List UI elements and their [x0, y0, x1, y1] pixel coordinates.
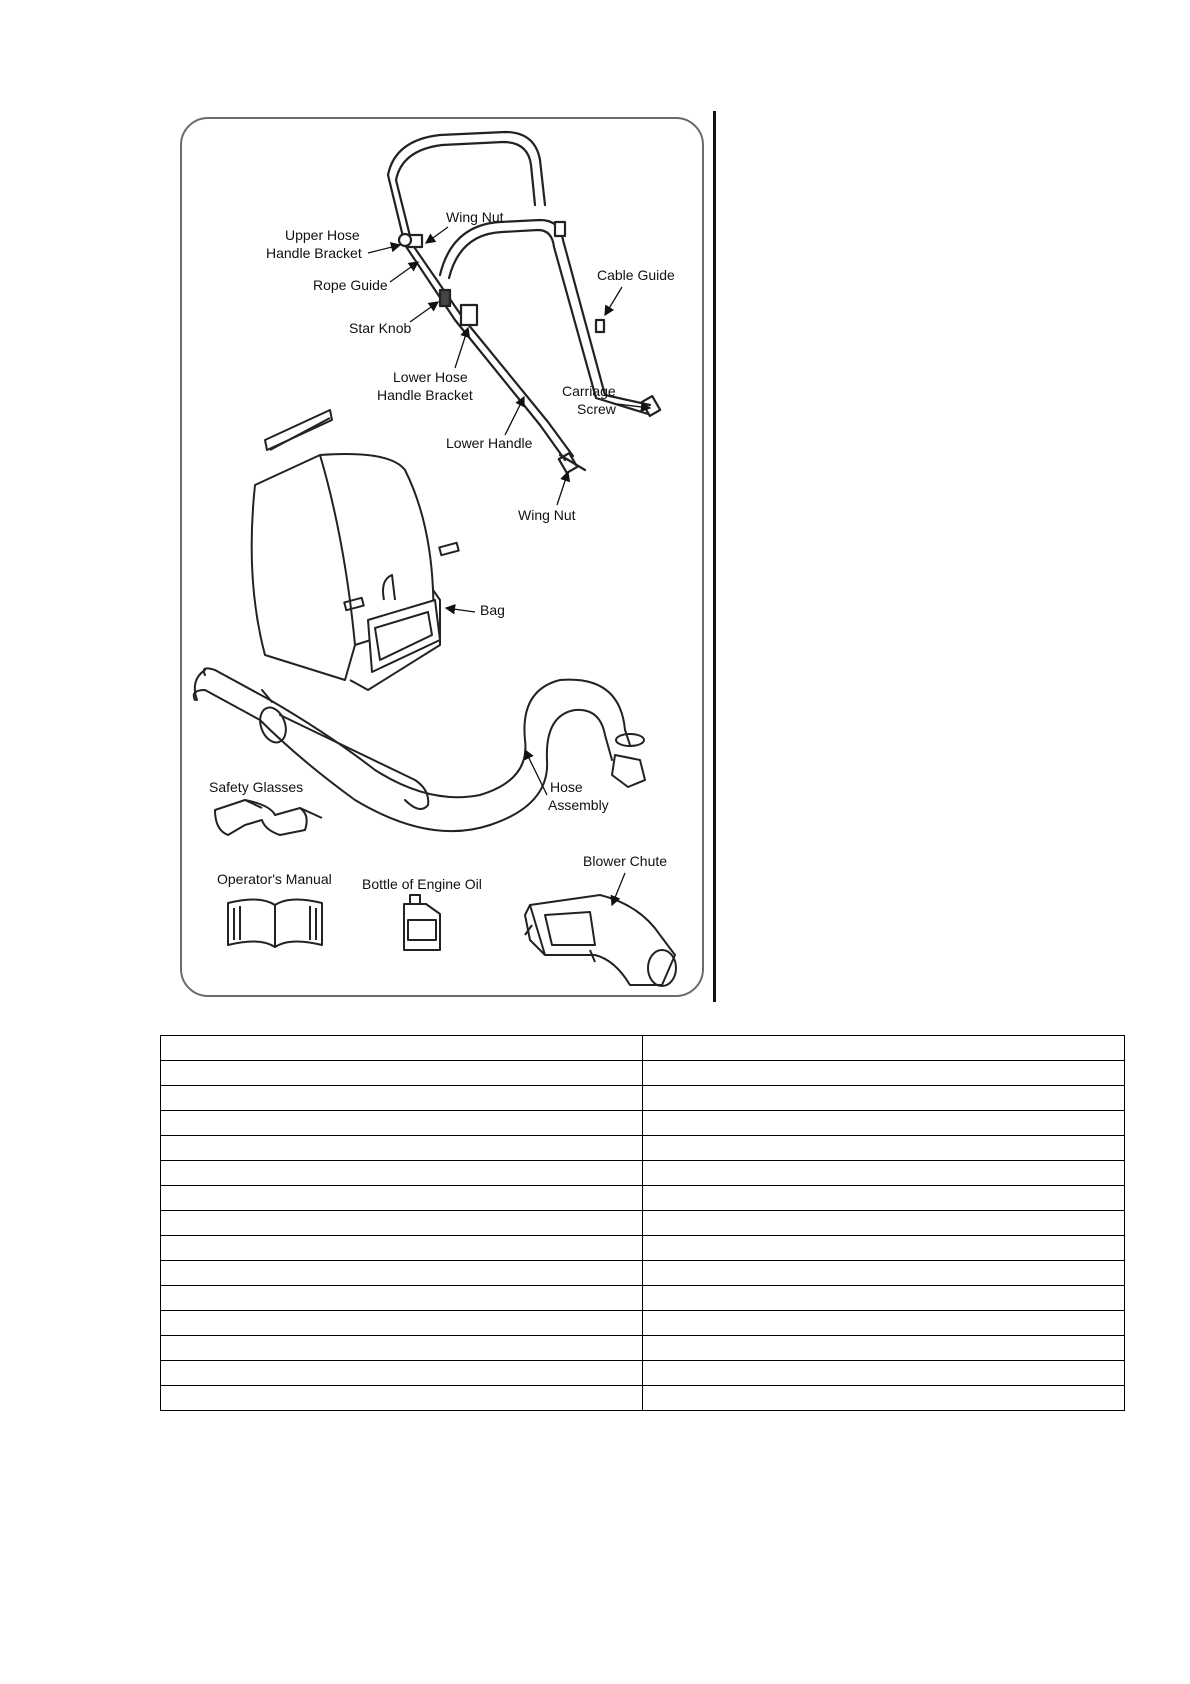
- table-row: [160, 1135, 1125, 1161]
- label-blower-chute: Blower Chute: [583, 853, 667, 869]
- table-cell: [160, 1360, 643, 1386]
- label-star-knob: Star Knob: [349, 320, 411, 336]
- oil-bottle-drawing: [403, 894, 441, 951]
- table-row: [160, 1360, 1125, 1386]
- table-cell: [642, 1335, 1125, 1361]
- bag-drawing: [250, 409, 460, 691]
- table-row: [160, 1335, 1125, 1361]
- table-cell: [160, 1210, 643, 1236]
- table-cell: [642, 1035, 1125, 1061]
- label-lower-handle: Lower Handle: [446, 435, 533, 451]
- label-carriage-line2: Screw: [577, 401, 617, 417]
- label-lower-hose-line2: Handle Bracket: [377, 387, 473, 403]
- label-operators-manual: Operator's Manual: [217, 871, 332, 887]
- label-wing-nut-bottom: Wing Nut: [518, 507, 576, 523]
- table-cell: [160, 1310, 643, 1336]
- table-cell: [642, 1235, 1125, 1261]
- table-row: [160, 1260, 1125, 1286]
- label-lower-hose-line1: Lower Hose: [393, 369, 468, 385]
- handle-assembly: [386, 130, 662, 475]
- table-row: [160, 1285, 1125, 1311]
- callout-labels: Upper Hose Handle Bracket Wing Nut Rope …: [209, 209, 675, 907]
- table-row: [160, 1385, 1125, 1411]
- label-cable-guide: Cable Guide: [597, 267, 675, 283]
- hose-drawing: [192, 667, 646, 833]
- table-cell: [160, 1160, 643, 1186]
- label-carriage-line1: Carriage: [562, 383, 616, 399]
- table-cell: [642, 1210, 1125, 1236]
- table-cell: [642, 1085, 1125, 1111]
- safety-glasses-drawing: [214, 799, 323, 836]
- table-cell: [160, 1135, 643, 1161]
- table-row: [160, 1085, 1125, 1111]
- label-bag: Bag: [480, 602, 505, 618]
- table-row: [160, 1310, 1125, 1336]
- label-oil-bottle: Bottle of Engine Oil: [362, 876, 482, 892]
- label-wing-nut-top: Wing Nut: [446, 209, 504, 225]
- table-cell: [642, 1110, 1125, 1136]
- table-row: [160, 1035, 1125, 1061]
- label-rope-guide: Rope Guide: [313, 277, 388, 293]
- table-cell: [160, 1085, 643, 1111]
- table-cell: [160, 1035, 643, 1061]
- table-cell: [642, 1360, 1125, 1386]
- table-cell: [160, 1185, 643, 1211]
- label-safety-glasses: Safety Glasses: [209, 779, 303, 795]
- table-row: [160, 1235, 1125, 1261]
- table-row: [160, 1160, 1125, 1186]
- table-cell: [160, 1060, 643, 1086]
- table-cell: [642, 1285, 1125, 1311]
- label-upper-hose-line2: Handle Bracket: [266, 245, 362, 261]
- parts-table-body: [160, 1035, 1125, 1411]
- label-hose-line1: Hose: [550, 779, 583, 795]
- panel-divider-rule: [713, 111, 716, 1002]
- label-hose-line2: Assembly: [548, 797, 609, 813]
- table-cell: [642, 1060, 1125, 1086]
- table-cell: [642, 1185, 1125, 1211]
- table-row: [160, 1185, 1125, 1211]
- table-cell: [160, 1335, 643, 1361]
- parts-table: [160, 1035, 1125, 1411]
- table-cell: [642, 1160, 1125, 1186]
- table-cell: [160, 1110, 643, 1136]
- table-row: [160, 1060, 1125, 1086]
- table-cell: [160, 1260, 643, 1286]
- table-cell: [642, 1385, 1125, 1411]
- table-cell: [642, 1310, 1125, 1336]
- table-cell: [642, 1260, 1125, 1286]
- parts-illustration: Upper Hose Handle Bracket Wing Nut Rope …: [192, 130, 677, 987]
- table-cell: [160, 1285, 643, 1311]
- table-cell: [160, 1235, 643, 1261]
- table-row: [160, 1210, 1125, 1236]
- blower-chute-drawing: [524, 894, 677, 987]
- table-cell: [160, 1385, 643, 1411]
- label-upper-hose-line1: Upper Hose: [285, 227, 360, 243]
- table-cell: [642, 1135, 1125, 1161]
- operators-manual-drawing: [227, 898, 323, 948]
- table-row: [160, 1110, 1125, 1136]
